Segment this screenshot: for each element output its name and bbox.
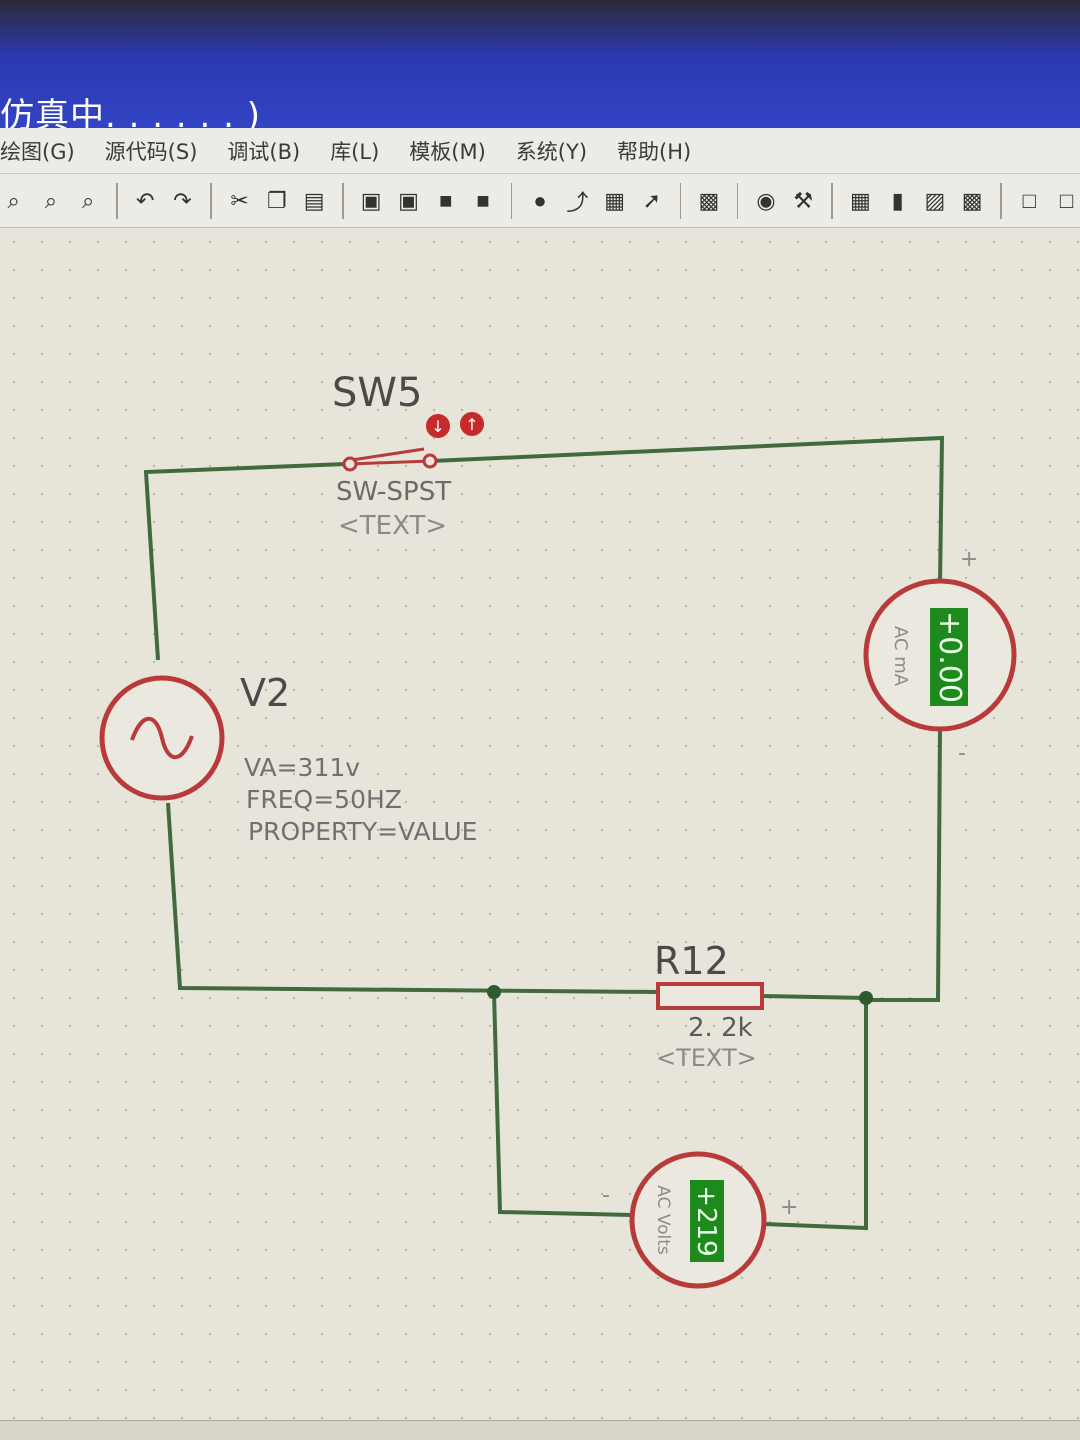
wires: [143, 435, 945, 1231]
ammeter-minus: -: [958, 741, 966, 766]
ammeter-unit: AC mA: [890, 626, 911, 687]
ac-voltmeter[interactable]: +219 AC Volts: [629, 1151, 767, 1289]
switch-sw5[interactable]: [342, 447, 438, 472]
netlist-icon[interactable]: ▩: [698, 187, 720, 213]
cut-icon[interactable]: ✂: [230, 187, 249, 213]
export-icon[interactable]: □: [1022, 187, 1036, 213]
title-bar: 仿真中. . . . . . ): [0, 0, 1080, 140]
ammeter-display: [930, 608, 968, 706]
wire-autorouter-icon[interactable]: ⤴: [566, 189, 589, 215]
wire-right: [868, 727, 942, 1002]
resistor-text: <TEXT>: [656, 1044, 757, 1072]
resistor-r12[interactable]: [656, 982, 764, 1010]
netlist-compile-icon[interactable]: □: [1059, 187, 1074, 213]
tools-icon[interactable]: ⚒: [793, 187, 814, 213]
ac-source-v2[interactable]: [99, 675, 225, 801]
toolbar-separator: [736, 182, 739, 219]
schematic-drawing: ↓ ↑ SW5 SW-SPST <TEXT> V2 VA=311v FREQ=5…: [99, 370, 1017, 1289]
status-bar: [0, 1420, 1080, 1440]
voltmeter-display: [690, 1180, 724, 1262]
block-move-icon[interactable]: ▣: [398, 187, 419, 213]
ammeter-reading: +0.00: [932, 611, 967, 703]
erc-icon[interactable]: ▩: [961, 187, 983, 213]
undo-icon[interactable]: ↶: [136, 187, 155, 213]
design-explorer-icon[interactable]: ▦: [849, 187, 871, 213]
search-icon[interactable]: ●: [533, 187, 547, 213]
ammeter-plus: +: [960, 547, 978, 572]
toolbar-separator: [115, 182, 118, 219]
menu-template[interactable]: 模板(M): [409, 139, 486, 164]
voltmeter-minus: -: [602, 1183, 610, 1208]
wire-volt-right: [763, 998, 868, 1231]
zoom-fit-icon[interactable]: ⌕: [82, 187, 95, 213]
sine-wave-icon: [130, 716, 194, 760]
wire-bottom-right: [761, 994, 869, 1000]
resistor-name: R12: [654, 939, 729, 983]
toolbar-separator: [999, 182, 1002, 219]
junction-dot: [859, 991, 873, 1005]
menu-library[interactable]: 库(L): [330, 139, 380, 164]
source-name: V2: [240, 671, 290, 715]
resistor-value: 2. 2k: [688, 1013, 753, 1043]
schematic-canvas[interactable]: ↓ ↑ SW5 SW-SPST <TEXT> V2 VA=311v FREQ=5…: [0, 228, 1080, 1440]
toolbar-separator: [510, 182, 513, 219]
block-rotate-icon[interactable]: ■: [439, 187, 453, 213]
zoom-out-icon[interactable]: ⌕: [7, 187, 20, 213]
toolbar-separator: [210, 182, 212, 219]
find-icon[interactable]: ◉: [756, 187, 776, 213]
voltmeter-reading: +219: [691, 1185, 721, 1256]
toolbar-separator: [830, 182, 833, 219]
voltmeter-unit: AC Volts: [653, 1185, 673, 1255]
toolbar-separator: [679, 182, 682, 219]
page-icon[interactable]: ▮: [891, 187, 904, 213]
switch-name: SW5: [332, 370, 422, 416]
wire-top-left: [143, 462, 347, 661]
source-prop-value: PROPERTY=VALUE: [248, 817, 477, 846]
chip-icon[interactable]: ▦: [604, 187, 625, 213]
bom-icon[interactable]: ▨: [924, 187, 946, 213]
block-delete-icon[interactable]: ■: [476, 187, 490, 213]
menu-draw[interactable]: 绘图(G): [0, 139, 75, 164]
copy-icon[interactable]: ❐: [266, 187, 287, 213]
switch-type: SW-SPST: [336, 477, 451, 507]
junction-dot: [487, 985, 501, 999]
switch-toggle-buttons[interactable]: ↓ ↑: [426, 412, 484, 438]
source-prop-va: VA=311v: [244, 753, 360, 782]
arrow-up-icon: ↑: [465, 415, 478, 434]
menu-source[interactable]: 源代码(S): [104, 139, 198, 164]
toolbar: ⌕ ⌕ ⌕ ↶ ↷ ✂ ❐ ▤ ▣ ▣ ■ ■ ● ⤴ ▦ ➚ ▩ ◉ ⚒ ▦ …: [0, 174, 1080, 228]
menu-help[interactable]: 帮助(H): [617, 139, 692, 164]
source-prop-freq: FREQ=50HZ: [246, 785, 402, 814]
redo-icon[interactable]: ↷: [173, 187, 192, 213]
switch-open-button[interactable]: [460, 412, 484, 436]
probe-icon[interactable]: ➚: [642, 187, 662, 213]
wire-volt-left: [492, 991, 633, 1217]
wire-top-right: [431, 435, 945, 585]
menu-system[interactable]: 系统(Y): [515, 139, 588, 164]
menu-bar: 绘图(G) 源代码(S) 调试(B) 库(L) 模板(M) 系统(Y) 帮助(H…: [0, 128, 1080, 174]
block-copy-icon[interactable]: ▣: [360, 187, 382, 213]
arrow-down-icon: ↓: [431, 417, 444, 436]
switch-close-button[interactable]: [426, 414, 450, 438]
paste-icon[interactable]: ▤: [303, 187, 325, 213]
ac-ammeter[interactable]: +0.00 AC mA: [863, 578, 1017, 732]
voltmeter-plus: +: [780, 1195, 798, 1220]
menu-debug[interactable]: 调试(B): [227, 139, 301, 164]
switch-text: <TEXT>: [338, 511, 447, 541]
zoom-in-icon[interactable]: ⌕: [44, 187, 58, 213]
toolbar-separator: [341, 182, 344, 219]
